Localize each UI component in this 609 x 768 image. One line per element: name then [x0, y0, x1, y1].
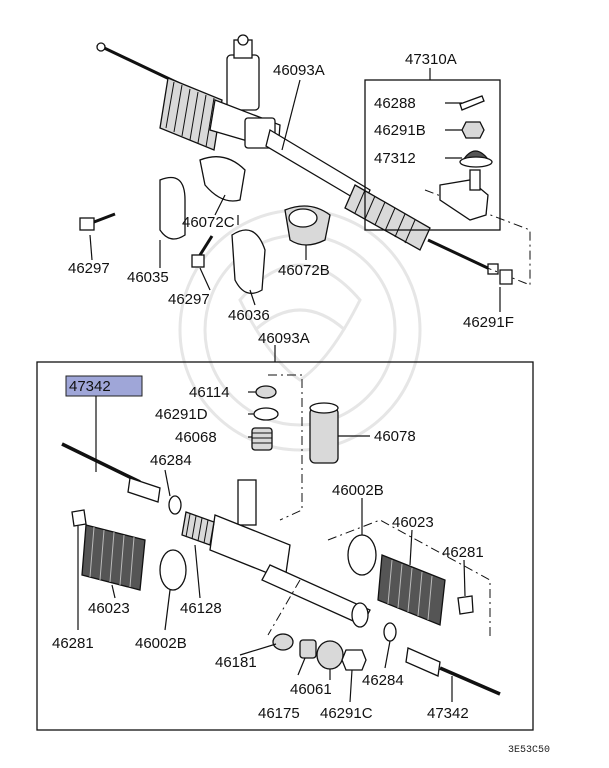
label-46128: 46128	[180, 600, 222, 617]
label-46072B: 46072B	[278, 262, 330, 279]
rack-assembly-box	[36, 361, 534, 731]
label-46093A-mid: 46093A	[258, 330, 310, 347]
label-46002B-left: 46002B	[135, 635, 187, 652]
label-46072C: 46072C	[182, 214, 235, 231]
label-47310A: 47310A	[405, 51, 457, 68]
tie-rod-end-kit-box	[364, 79, 501, 231]
label-46288: 46288	[374, 95, 416, 112]
label-46002B-right: 46002B	[332, 482, 384, 499]
label-46061: 46061	[290, 681, 332, 698]
label-46175: 46175	[258, 705, 300, 722]
upper-steering-gear-assembly	[96, 34, 531, 286]
label-46291D: 46291D	[155, 406, 208, 423]
label-47312: 47312	[374, 150, 416, 167]
highlight-47342[interactable]	[65, 375, 143, 397]
label-46297-left: 46297	[68, 260, 110, 277]
label-46284-right: 46284	[362, 672, 404, 689]
label-46291B: 46291B	[374, 122, 426, 139]
label-46281-right: 46281	[442, 544, 484, 561]
label-46181: 46181	[215, 654, 257, 671]
label-46291F: 46291F	[463, 314, 514, 331]
lower-rack-parts	[61, 374, 501, 696]
label-46291C: 46291C	[320, 705, 373, 722]
label-46035: 46035	[127, 269, 169, 286]
label-46114: 46114	[189, 384, 230, 401]
label-46078: 46078	[374, 428, 416, 445]
label-46284-left: 46284	[150, 452, 192, 469]
label-46023-right: 46023	[392, 514, 434, 531]
label-46281-left: 46281	[52, 635, 94, 652]
label-46297-mid: 46297	[168, 291, 210, 308]
label-47342-highlighted: 47342	[69, 378, 111, 395]
upper-right-bellows	[344, 184, 431, 251]
upper-gear-housing	[209, 34, 281, 151]
leader-lines-upper	[89, 68, 501, 362]
label-46023-left: 46023	[88, 600, 130, 617]
part-labels: 46093A 47310A 46288 46291B 47312 46072C …	[52, 51, 514, 722]
label-46036: 46036	[228, 307, 270, 324]
mounting-brackets	[79, 156, 331, 294]
label-46093A-top: 46093A	[273, 62, 325, 79]
diagram-code: 3E53C50	[508, 745, 550, 756]
upper-left-bellows	[159, 77, 223, 151]
label-46068: 46068	[175, 429, 217, 446]
leader-lines-lower	[77, 391, 466, 703]
label-47342-bottom: 47342	[427, 705, 469, 722]
